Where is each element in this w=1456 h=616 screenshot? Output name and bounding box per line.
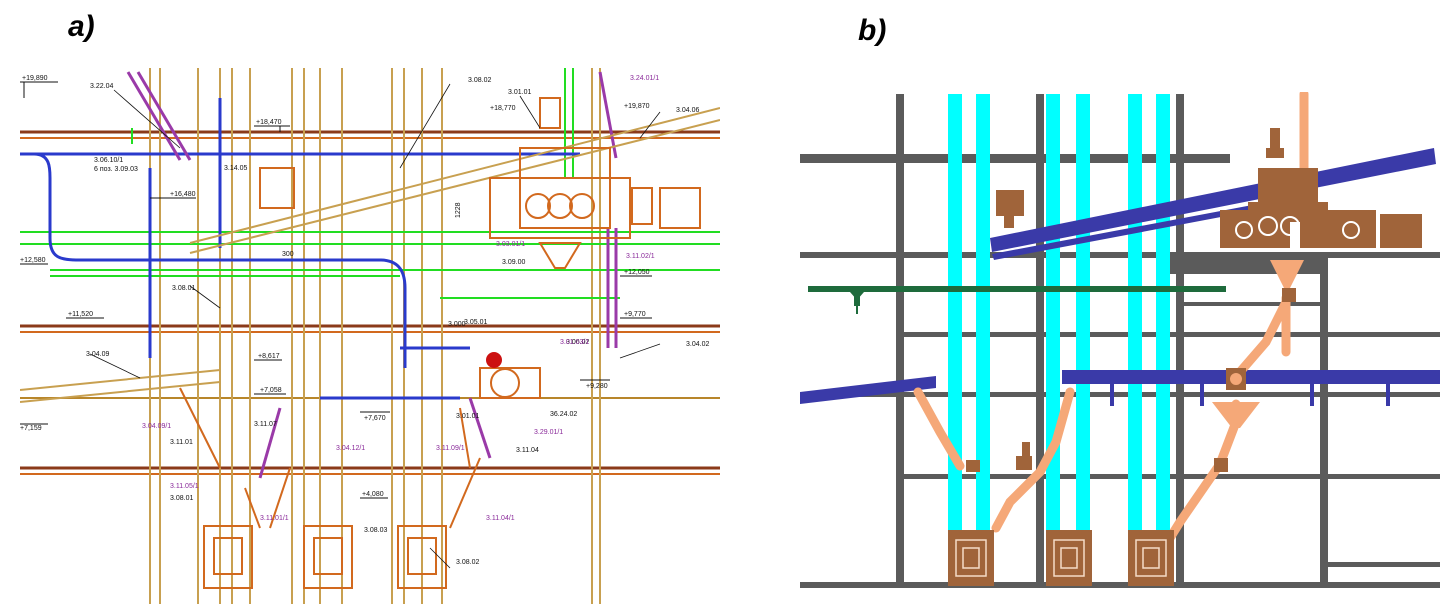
code-3-08-02-top: 3.08.02: [468, 77, 491, 84]
elevation-markers: [20, 81, 652, 499]
code-3-09-00: 3.09.00: [502, 259, 525, 266]
code-3-11-04: 3.11.04: [516, 447, 539, 454]
elev-9280: +9,280: [586, 383, 608, 390]
lower-left-conveyor: [800, 376, 936, 404]
crusher-b: [1220, 128, 1422, 248]
code-3-01-01-mid: 3.01.01: [456, 413, 479, 420]
floor-bands: [20, 130, 720, 475]
elevator-pits: [203, 525, 447, 589]
elev-12580: +12,580: [20, 257, 46, 264]
code-3-06-10-1: 3.06.10/1: [94, 157, 123, 164]
elevator-3-left: [1128, 94, 1142, 534]
elev-7159: +7,159: [20, 425, 42, 432]
blue-ducts: [20, 98, 580, 400]
schematic-drawing: [800, 92, 1440, 588]
code-3-03-01-1: 3.03.01/1: [496, 241, 525, 248]
lower-chutes: [179, 387, 481, 529]
code-3-11-02-1: 3.11.02/1: [626, 253, 655, 260]
code-3-08-03: 3.08.03: [364, 527, 387, 534]
elev-4080: +4,080: [362, 491, 384, 498]
elevator-boots: [948, 530, 1174, 586]
crusher-assembly: [259, 97, 701, 399]
elev-19890: +19,890: [22, 75, 48, 82]
elev-9770: +9,770: [624, 311, 646, 318]
elev-7058: +7,058: [260, 387, 282, 394]
code-6-poz: 6 поз. 3.09.03: [94, 166, 138, 173]
code-3-05-01: 3.05.01: [464, 319, 487, 326]
code-3-11-04-1: 3.11.04/1: [486, 515, 515, 522]
code-36-24-02: 36.24.02: [550, 411, 577, 418]
code-3-08-02-low: 3.08.02: [456, 559, 479, 566]
code-3-04-02: 3.04.02: [686, 341, 709, 348]
code-3-11-05-1: 3.11.05/1: [170, 483, 199, 490]
elev-18470: +18,470: [256, 119, 282, 126]
crusher-rolls: [1235, 216, 1360, 239]
elev-18770: +18,770: [490, 105, 516, 112]
cad-drawing: +19,890 +18,470 +18,770 +19,870 +16,480 …: [20, 68, 720, 604]
lower-right-conveyor: [1062, 370, 1440, 384]
elev-11520: +11,520: [68, 311, 93, 318]
code-3-08-01-mid: 3.08.01: [172, 285, 195, 292]
code-3-01-03-1: 3.01.03/1: [560, 339, 589, 346]
leader-lines: [89, 83, 661, 569]
elevator-2-right: [1076, 94, 1090, 534]
dim-1228: 1228: [455, 202, 462, 218]
elev-8617: +8,617: [258, 353, 280, 360]
elev-7670: +7,670: [364, 415, 386, 422]
code-3-04-09-1: 3.04.09/1: [142, 423, 171, 430]
code-3-08-01-low: 3.08.01: [170, 495, 193, 502]
panel-a-label: a): [68, 10, 95, 43]
code-3-04-06: 3.04.06: [676, 107, 699, 114]
code-3-22-04: 3.22.04: [90, 83, 113, 90]
code-3-11-01-1: 3.11.01/1: [260, 515, 289, 522]
annotations-purple: 3.24.01/1 3.11.02/1 3.04.09/1 3.04.12/1 …: [142, 75, 659, 522]
green-pipe: [808, 286, 1226, 314]
code-3-11-07: 3.11.07: [254, 421, 277, 428]
elevator-1-right: [976, 94, 990, 534]
code-3-06-02: 3.06.02: [566, 339, 589, 346]
elev-19870: +19,870: [624, 103, 650, 110]
hoppers: [1212, 260, 1304, 428]
code-3-01-01-top: 3.01.01: [508, 89, 531, 96]
code-3-11-09-1: 3.11.09/1: [436, 445, 465, 452]
elevator-3-right: [1156, 94, 1170, 534]
upper-conveyor: [990, 148, 1436, 252]
code-3-14-05: 3.14.05: [224, 165, 247, 172]
dim-3000: 3.000: [448, 321, 466, 328]
roller-b: [1228, 371, 1244, 387]
panel-b-label: b): [858, 14, 887, 47]
code-3-11-01: 3.11.01: [170, 439, 193, 446]
elev-12050: +12,050: [624, 269, 650, 276]
elevator-1-left: [948, 94, 962, 534]
bucket-elevators: [948, 94, 1170, 534]
code-3-04-09: 3.04.09: [86, 351, 109, 358]
code-3-04-12-1: 3.04.12/1: [336, 445, 365, 452]
valve-marker: [486, 352, 502, 368]
elev-16480: +16,480: [170, 191, 196, 198]
code-3-29-01-1: 3.29.01/1: [534, 429, 563, 436]
annotations-black: +19,890 +18,470 +18,770 +19,870 +16,480 …: [20, 75, 709, 566]
code-3-24-01-1: 3.24.01/1: [630, 75, 659, 82]
dim-300: 300: [282, 251, 294, 258]
purple-chutes: [126, 71, 618, 479]
elevator-2-left: [1046, 94, 1060, 534]
belt-conveyors: [20, 107, 720, 403]
